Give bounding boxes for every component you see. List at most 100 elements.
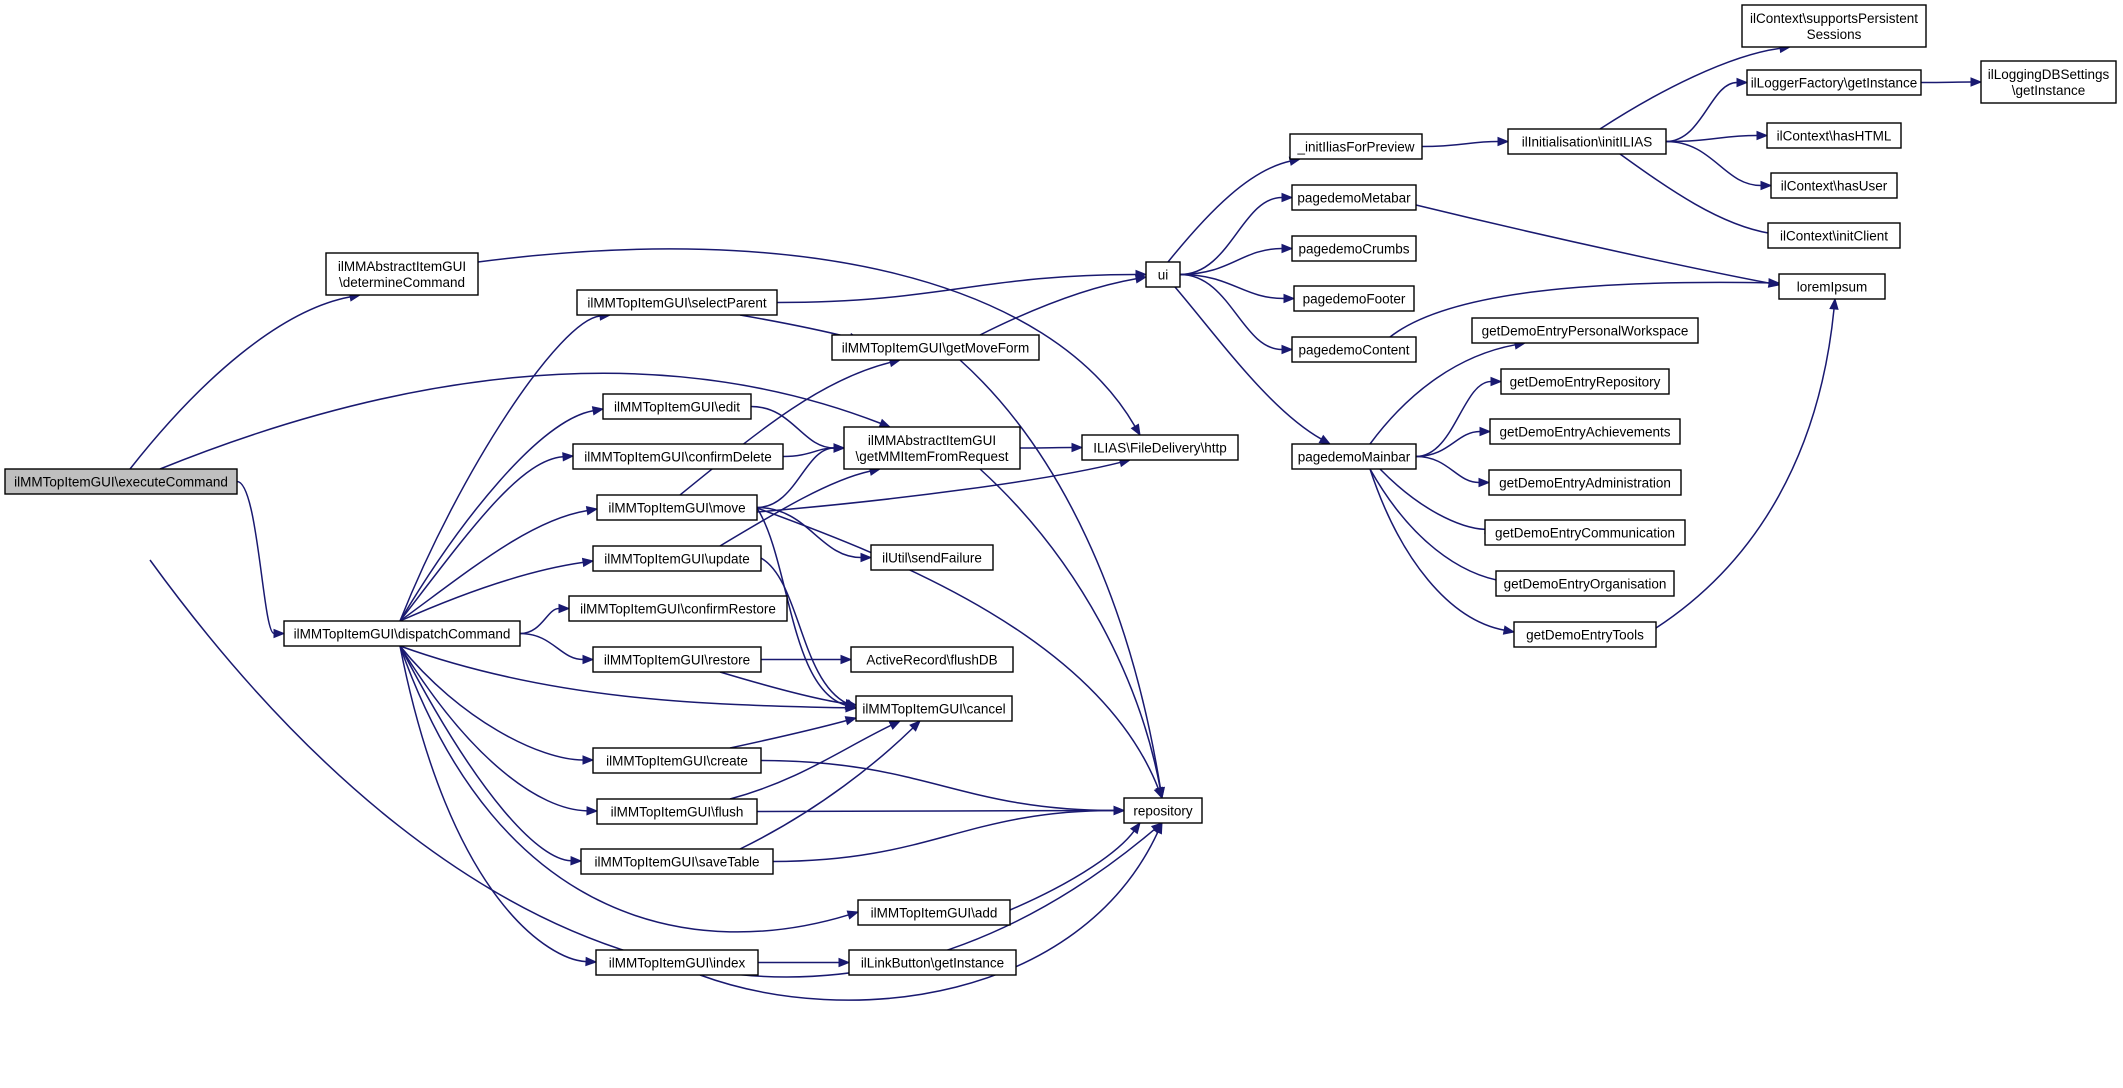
arrowhead-icon: [1281, 344, 1294, 355]
edge-move-to-send-failure: [756, 506, 873, 563]
node-box: [831, 334, 1040, 361]
node-organisation[interactable]: getDemoEntryOrganisation: [1495, 570, 1675, 597]
node-box: [850, 646, 1014, 673]
edge-line: [729, 724, 892, 800]
node-tools[interactable]: getDemoEntryTools: [1513, 621, 1657, 648]
arrowhead-icon: [1113, 805, 1126, 816]
node-box: [592, 747, 762, 774]
node-cancel[interactable]: ilMMTopItemGUI\cancel: [855, 695, 1013, 722]
arrowhead-icon: [1768, 278, 1781, 288]
node-label: getDemoEntryOrganisation: [1504, 577, 1667, 592]
node-achievements[interactable]: getDemoEntryAchievements: [1489, 418, 1681, 445]
edge-line: [399, 561, 584, 622]
node-label: ilLoggerFactory\getInstance: [1751, 76, 1918, 91]
node-personal-workspace[interactable]: getDemoEntryPersonalWorkspace: [1471, 317, 1699, 344]
node-label: ilInitialisation\initILIAS: [1522, 135, 1653, 150]
node-init-ilias-for-preview[interactable]: _initIliasForPreview: [1289, 133, 1423, 160]
node-confirm-restore[interactable]: ilMMTopItemGUI\confirmRestore: [568, 595, 788, 622]
node-pagedemo-mainbar[interactable]: pagedemoMainbar: [1291, 443, 1417, 470]
node-ui[interactable]: ui: [1145, 261, 1181, 288]
edge-line: [159, 372, 881, 470]
node-get-mmitem-from-request[interactable]: ilMMAbstractItemGUI\getMMItemFromRequest: [843, 426, 1021, 470]
node-send-failure[interactable]: ilUtil\sendFailure: [870, 544, 994, 571]
edge-pagedemo-mainbar-to-administration: [1415, 455, 1491, 488]
node-label: ilUtil\sendFailure: [882, 551, 982, 566]
node-edit[interactable]: ilMMTopItemGUI\edit: [602, 393, 752, 420]
edge-line: [750, 405, 835, 449]
edge-line: [756, 447, 835, 509]
node-box: [1484, 519, 1686, 546]
node-pagedemo-content[interactable]: pagedemoContent: [1291, 336, 1417, 363]
arrowhead-icon: [1490, 376, 1503, 387]
node-save-table[interactable]: ilMMTopItemGUI\saveTable: [580, 848, 774, 875]
node-logging-db[interactable]: ilLoggingDBSettings\getInstance: [1980, 60, 2117, 104]
node-label: ilMMAbstractItemGUI: [868, 433, 996, 448]
node-label: ilMMTopItemGUI\saveTable: [594, 855, 759, 870]
node-box: [325, 252, 479, 296]
node-label: ilContext\hasHTML: [1777, 129, 1892, 144]
edge-line: [399, 645, 584, 761]
node-has-html[interactable]: ilContext\hasHTML: [1766, 122, 1902, 149]
node-pagedemo-footer[interactable]: pagedemoFooter: [1293, 285, 1415, 312]
edge-line: [776, 273, 1137, 304]
node-confirm-delete[interactable]: ilMMTopItemGUI\confirmDelete: [572, 443, 784, 470]
edge-init-ilias-to-has-user: [1665, 140, 1773, 191]
node-determine-command[interactable]: ilMMAbstractItemGUI\determineCommand: [325, 252, 479, 296]
edge-line: [979, 468, 1161, 789]
node-pagedemo-metabar[interactable]: pagedemoMetabar: [1291, 184, 1417, 211]
node-label: getDemoEntryAdministration: [1499, 476, 1671, 491]
edge-dispatch-command-to-flush: [399, 645, 599, 816]
node-repository[interactable]: repository: [1123, 797, 1203, 824]
node-communication[interactable]: getDemoEntryCommunication: [1484, 519, 1686, 546]
edge-line: [519, 607, 560, 635]
node-pagedemo-crumbs[interactable]: pagedemoCrumbs: [1291, 235, 1417, 262]
edge-line: [719, 470, 871, 547]
node-create[interactable]: ilMMTopItemGUI\create: [592, 747, 762, 774]
node-label: repository: [1133, 804, 1193, 819]
node-init-ilias[interactable]: ilInitialisation\initILIAS: [1507, 128, 1667, 155]
node-restore[interactable]: ilMMTopItemGUI\restore: [592, 646, 762, 673]
edge-init-ilias-for-preview-to-init-ilias: [1421, 136, 1510, 148]
node-box: [1500, 368, 1670, 395]
arrowhead-icon: [581, 557, 595, 568]
node-add[interactable]: ilMMTopItemGUI\add: [857, 899, 1011, 926]
node-entry-repository[interactable]: getDemoEntryRepository: [1500, 368, 1670, 395]
node-label: pagedemoContent: [1298, 343, 1409, 358]
node-label: ilContext\initClient: [1780, 229, 1888, 244]
edge-execute-command-to-determine-command: [129, 292, 362, 470]
node-administration[interactable]: getDemoEntryAdministration: [1488, 469, 1682, 496]
arrowhead-icon: [585, 506, 599, 516]
edge-line: [1009, 830, 1135, 911]
edge-line: [739, 727, 914, 850]
edge-get-move-form-to-repository: [959, 359, 1166, 800]
edge-line: [760, 759, 1115, 812]
node-label: ilMMTopItemGUI\flush: [611, 805, 744, 820]
arrowhead-icon: [586, 806, 599, 816]
edge-line: [1920, 81, 1972, 84]
node-get-move-form[interactable]: ilMMTopItemGUI\getMoveForm: [831, 334, 1040, 361]
node-has-user[interactable]: ilContext\hasUser: [1770, 172, 1898, 199]
node-flush-db[interactable]: ActiveRecord\flushDB: [850, 646, 1014, 673]
edge-line: [1655, 308, 1835, 629]
node-index[interactable]: ilMMTopItemGUI\index: [595, 949, 759, 976]
node-flush[interactable]: ilMMTopItemGUI\flush: [596, 798, 758, 825]
arrowhead-icon: [840, 654, 853, 665]
node-init-client[interactable]: ilContext\initClient: [1767, 222, 1901, 249]
node-http[interactable]: ILIAS\FileDelivery\http: [1081, 434, 1239, 461]
node-lorem-ipsum[interactable]: loremIpsum: [1778, 273, 1886, 300]
node-update[interactable]: ilMMTopItemGUI\update: [592, 545, 762, 572]
node-select-parent[interactable]: ilMMTopItemGUI\selectParent: [576, 289, 778, 316]
edge-dispatch-command-to-update: [399, 557, 595, 622]
edge-index-to-link-button: [758, 957, 851, 968]
node-move[interactable]: ilMMTopItemGUI\move: [596, 494, 758, 521]
node-link-button[interactable]: ilLinkButton\getInstance: [848, 949, 1017, 976]
node-logger-factory[interactable]: ilLoggerFactory\getInstance: [1746, 69, 1922, 96]
node-dispatch-command[interactable]: ilMMTopItemGUI\dispatchCommand: [283, 620, 521, 647]
edge-get-move-form-to-ui: [979, 274, 1148, 336]
node-label: ilMMTopItemGUI\getMoveForm: [842, 341, 1030, 356]
node-box: [1289, 133, 1423, 160]
edge-line: [1369, 468, 1505, 631]
node-execute-command[interactable]: ilMMTopItemGUI\executeCommand: [4, 468, 238, 495]
arrowhead-icon: [1502, 625, 1516, 635]
